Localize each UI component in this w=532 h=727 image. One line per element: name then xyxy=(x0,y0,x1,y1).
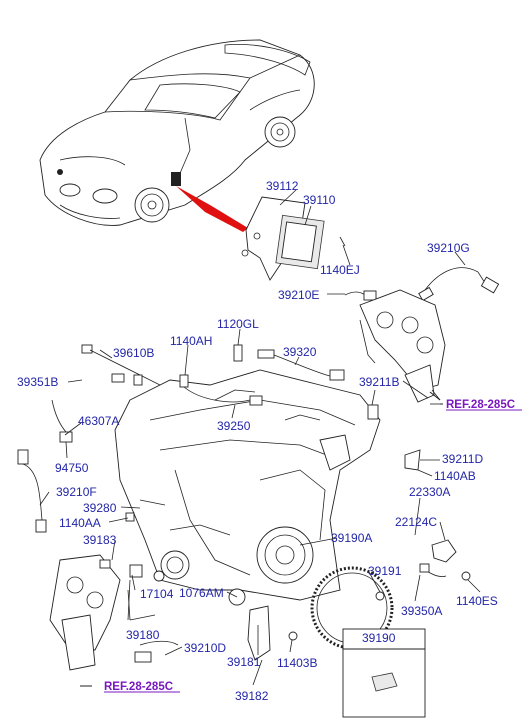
part-label[interactable]: 1076AM xyxy=(179,586,224,600)
part-label[interactable]: 39280 xyxy=(83,501,117,515)
part-label[interactable]: 1140AH xyxy=(170,334,212,348)
part-label[interactable]: 39180 xyxy=(126,628,160,642)
part-label[interactable]: 39112 xyxy=(266,179,299,193)
part-label[interactable]: 39190A xyxy=(331,531,372,545)
camshaft-sensor xyxy=(375,539,471,601)
part-label[interactable]: 39183 xyxy=(83,533,117,547)
part-label[interactable]: 39351B xyxy=(17,375,58,389)
reference-link[interactable]: REF.28-285C xyxy=(104,681,173,693)
part-label[interactable]: 39182 xyxy=(235,689,269,703)
oxygen-sensor-left xyxy=(17,344,161,533)
part-label[interactable]: 39250 xyxy=(217,419,251,433)
part-label[interactable]: 39610B xyxy=(113,346,154,360)
part-label[interactable]: 22330A xyxy=(409,485,450,499)
reference-arrows xyxy=(80,391,443,687)
part-label[interactable]: 94750 xyxy=(55,461,89,475)
part-label[interactable]: 39210D xyxy=(184,641,226,655)
part-label[interactable]: 11403B xyxy=(277,656,317,670)
oxygen-sensor-upper xyxy=(344,267,500,302)
part-label[interactable]: 39320 xyxy=(283,345,317,359)
exhaust-manifold-lower xyxy=(49,554,179,671)
part-label[interactable]: 39211B xyxy=(359,375,399,389)
part-label[interactable]: 17104 xyxy=(140,587,174,601)
part-label[interactable]: 1120GL xyxy=(217,317,259,331)
part-labels: 39112 39110 1140EJ 39210G 39210E 1120GL … xyxy=(17,179,522,703)
part-label[interactable]: 39181 xyxy=(227,655,261,669)
location-pointer xyxy=(176,186,248,232)
small-parts xyxy=(99,344,421,661)
leader-lines xyxy=(39,189,481,686)
ecu-assembly xyxy=(241,196,346,281)
part-label[interactable]: 39190 xyxy=(362,631,396,645)
part-label[interactable]: 1140EJ xyxy=(320,263,360,277)
part-label[interactable]: 1140AA xyxy=(59,516,101,530)
detail-box xyxy=(342,628,426,718)
part-label[interactable]: 46307A xyxy=(78,414,119,428)
part-label[interactable]: 39210E xyxy=(278,288,319,302)
part-label[interactable]: 39110 xyxy=(303,193,336,207)
part-label[interactable]: 1140AB xyxy=(434,469,476,483)
reference-link[interactable]: REF.28-285C xyxy=(446,399,515,411)
part-label[interactable]: 39350A xyxy=(401,604,442,618)
car-illustration xyxy=(39,39,315,226)
part-label[interactable]: 39210G xyxy=(427,241,470,255)
part-label[interactable]: 22124C xyxy=(395,515,437,529)
part-label[interactable]: 39210F xyxy=(56,485,97,499)
part-label[interactable]: 39191 xyxy=(368,564,402,578)
part-label[interactable]: 1140ES xyxy=(456,594,498,608)
part-label[interactable]: 39211D xyxy=(442,452,483,466)
